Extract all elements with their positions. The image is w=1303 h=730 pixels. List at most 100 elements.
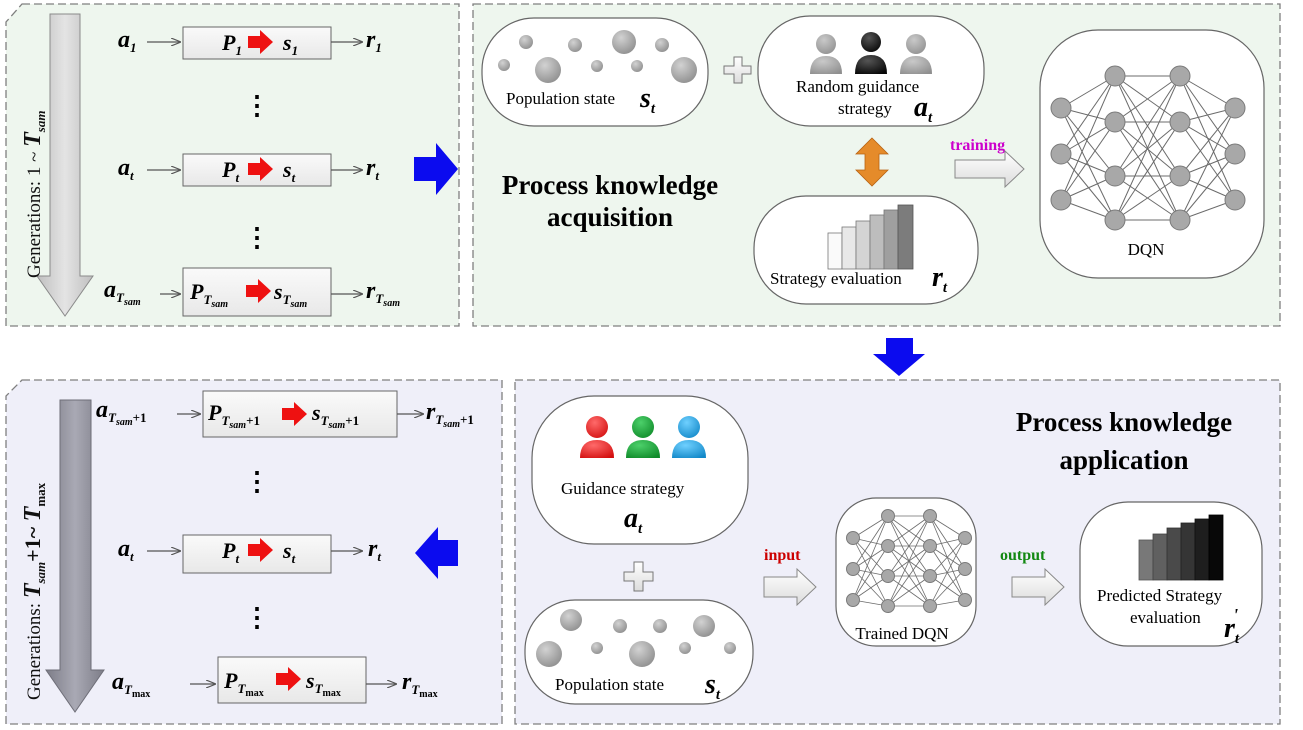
person-gray-icon	[810, 34, 842, 74]
svg-text:sTsam+1: sTsam+1	[311, 400, 359, 431]
population-state-box: Population state st	[481, 17, 709, 127]
top-axis-label: Generations: 1 ~ Tsam	[20, 111, 48, 278]
bottom-row-t: at Pt st rt	[118, 534, 381, 574]
top-row-t: at Pt st rt	[118, 153, 379, 187]
network-node	[923, 509, 937, 523]
network-node	[1224, 143, 1246, 165]
svg-text:Strategy evaluation: Strategy evaluation	[770, 269, 902, 288]
network-node	[1224, 189, 1246, 211]
network-node	[923, 539, 937, 553]
network-edge	[1179, 107, 1236, 177]
ellipsis-vertical: ⋮	[244, 603, 270, 632]
network-edge	[1060, 107, 1116, 221]
svg-text:s1: s1	[282, 30, 298, 58]
strategy-evaluation-box: Strategy evaluation rt	[753, 195, 979, 305]
svg-text:rt': rt'	[1224, 605, 1240, 647]
svg-text:Pt: Pt	[221, 538, 239, 566]
dqn-network-icon	[1050, 65, 1246, 231]
svg-text:at: at	[914, 92, 933, 126]
network-node	[1169, 165, 1191, 187]
network-node	[1104, 209, 1126, 231]
red-arrow-icon	[282, 402, 307, 426]
svg-text:PTsam: PTsam	[189, 279, 228, 310]
network-edge	[929, 515, 966, 601]
guidance-strategy-box: Guidance strategy at	[531, 395, 749, 545]
network-node	[881, 599, 895, 613]
red-arrow-icon	[248, 538, 273, 562]
person-red-icon	[580, 416, 614, 458]
svg-text:rt: rt	[366, 155, 379, 183]
network-node	[846, 531, 860, 545]
svg-text:rTsam: rTsam	[366, 278, 400, 309]
trained-dqn-network-icon	[846, 509, 972, 613]
network-edge	[1114, 121, 1181, 221]
person-blue-icon	[672, 416, 706, 458]
network-edge	[852, 575, 889, 601]
network-node	[1224, 97, 1246, 119]
top-row-1: a1 P1 s1 r1	[118, 26, 382, 60]
network-edge	[1060, 75, 1116, 155]
network-edge	[1179, 107, 1236, 221]
network-edge	[852, 545, 889, 601]
svg-text:at: at	[118, 155, 134, 183]
action-label: a1	[118, 27, 137, 55]
predicted-evaluation-box: Predicted Strategy evaluation rt'	[1079, 501, 1263, 647]
network-node	[1050, 97, 1072, 119]
network-node	[1169, 111, 1191, 133]
network-edge	[852, 537, 889, 607]
bottom-generations-axis	[45, 399, 105, 713]
svg-text:P1: P1	[221, 30, 242, 58]
network-node	[1104, 165, 1126, 187]
svg-text:rt: rt	[932, 262, 948, 296]
network-node	[846, 562, 860, 576]
application-title-2: application	[1059, 445, 1188, 475]
ellipsis-vertical: ⋮	[244, 91, 270, 120]
random-strategy-box: Random guidance strategy at	[757, 15, 985, 127]
network-edge	[852, 515, 889, 601]
network-node	[1104, 111, 1126, 133]
network-edge	[887, 575, 931, 607]
network-node	[1050, 143, 1072, 165]
top-generations-axis	[36, 13, 94, 317]
bar-levels-dark-icon	[1138, 514, 1224, 581]
acquisition-title-2: acquisition	[547, 202, 673, 232]
network-node	[958, 562, 972, 576]
svg-text:st: st	[282, 157, 296, 185]
network-edge	[1060, 121, 1116, 201]
network-edge	[1060, 153, 1116, 221]
network-edge	[887, 515, 931, 547]
training-label: training	[950, 137, 1005, 154]
network-node	[958, 593, 972, 607]
network-edge	[1114, 175, 1181, 221]
bottom-row-tsam-plus-1: aTsam+1 PTsam+1 sTsam+1 rTsam+1	[96, 390, 474, 438]
network-edge	[929, 537, 966, 607]
network-node	[958, 531, 972, 545]
network-edge	[929, 537, 966, 577]
blue-arrow-down-icon	[873, 338, 925, 376]
network-node	[1050, 189, 1072, 211]
person-black-icon	[855, 32, 887, 74]
network-edge	[887, 515, 931, 607]
trained-dqn-box: Trained DQN	[835, 497, 977, 647]
svg-text:aTsam: aTsam	[104, 277, 141, 308]
top-row-tsam: aTsam PTsam sTsam rTsam	[104, 267, 400, 317]
svg-text:sTsam: sTsam	[273, 279, 307, 310]
svg-text:st: st	[639, 83, 656, 117]
hollow-arrow-right-icon	[1011, 567, 1065, 607]
network-node	[1104, 65, 1126, 87]
network-edge	[1060, 107, 1116, 177]
plus-icon	[723, 56, 752, 84]
svg-text:at: at	[624, 503, 643, 537]
network-edge	[1114, 75, 1181, 177]
dqn-box: DQN	[1039, 29, 1265, 279]
network-node	[923, 599, 937, 613]
network-edge	[852, 568, 889, 607]
network-edge	[887, 545, 931, 607]
svg-text:aTsam+1: aTsam+1	[96, 397, 147, 428]
network-edge	[1179, 153, 1236, 221]
network-node	[881, 539, 895, 553]
red-arrow-icon	[248, 157, 273, 181]
hollow-arrow-right-icon	[763, 567, 817, 607]
svg-text:rTmax: rTmax	[402, 669, 438, 700]
